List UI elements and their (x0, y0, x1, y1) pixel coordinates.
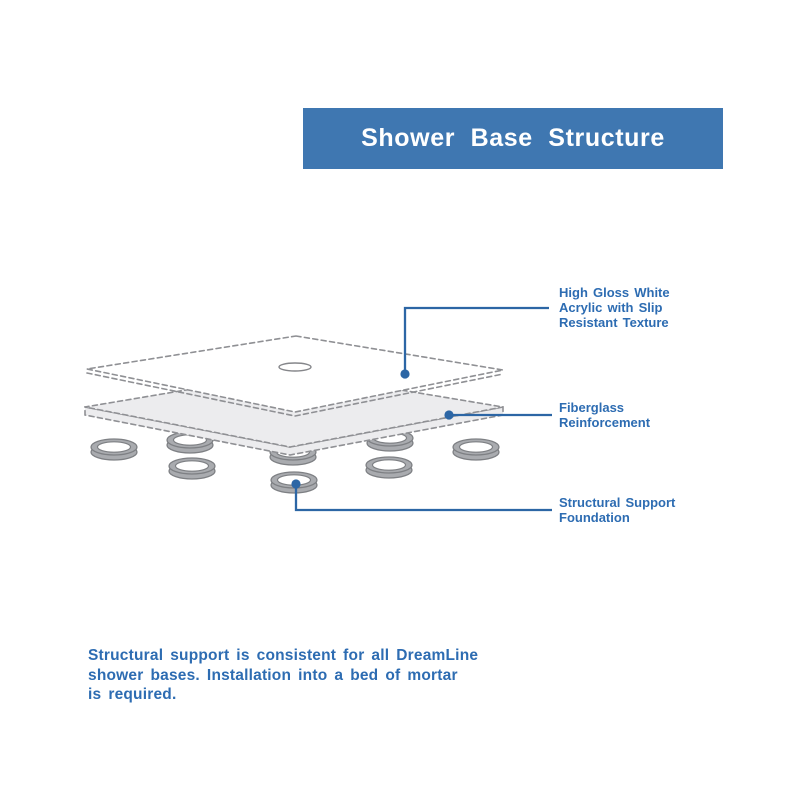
label-foundation: Structural Support Foundation (559, 495, 675, 525)
label-acrylic-line: High Gloss White (559, 285, 670, 300)
support-ring (452, 438, 500, 461)
support-ring (90, 438, 138, 461)
label-fiberglass: Fiberglass Reinforcement (559, 400, 650, 430)
footnote: Structural support is consistent for all… (88, 646, 478, 705)
acrylic-layer-thickness-edge (86, 372, 504, 417)
drain-hole (278, 362, 312, 372)
label-acrylic: High Gloss White Acrylic with Slip Resis… (559, 285, 670, 330)
label-fiberglass-line: Fiberglass (559, 400, 625, 415)
footnote-line: Structural support is consistent for all… (88, 647, 479, 664)
leader-line-fiberglass (444, 410, 552, 420)
leader-line-foundation (291, 479, 552, 512)
footnote-line: is required. (88, 686, 177, 703)
label-acrylic-line: Resistant Texture (559, 315, 669, 330)
label-foundation-line: Foundation (559, 510, 630, 525)
support-ring (365, 456, 413, 479)
leader-line-acrylic (400, 306, 549, 379)
label-foundation-line: Structural Support (559, 495, 676, 510)
acrylic-layer-outline (86, 335, 504, 413)
footnote-line: shower bases. Installation into a bed of… (88, 666, 458, 684)
page-title: Shower Base Structure (361, 124, 665, 152)
support-ring (168, 457, 216, 480)
title-banner: Shower Base Structure (303, 108, 723, 169)
label-fiberglass-line: Reinforcement (559, 415, 651, 430)
label-acrylic-line: Acrylic with Slip (559, 300, 663, 315)
